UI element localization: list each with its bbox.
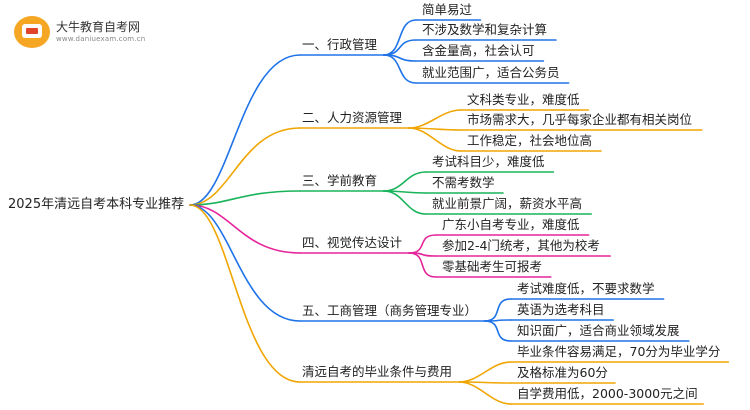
site-name: 大牛教育自考网 [56, 20, 141, 34]
leaf-connector [458, 361, 512, 383]
leaf-topic: 英语为选考科目 [517, 302, 605, 317]
leaf-connector [408, 234, 437, 254]
branch-topic: 二、人力资源管理 [302, 110, 403, 125]
branch-connector [189, 204, 301, 383]
leaf-connector [458, 381, 512, 405]
branch-topic: 三、学前教育 [302, 173, 378, 188]
branch-connector [189, 127, 301, 206]
branch-connector [189, 54, 301, 206]
leaf-connector [408, 127, 462, 152]
branch-topic: 五、工商管理（商务管理专业） [302, 303, 478, 318]
leaf-connector [382, 19, 417, 56]
leaf-connector [483, 320, 512, 342]
leaf-topic: 文科类专业，难度低 [467, 92, 580, 107]
leaf-topic: 广东小自考专业，难度低 [442, 217, 580, 232]
leaf-connector [382, 171, 427, 192]
leaf-connector [408, 252, 437, 278]
leaf-topic: 不涉及数学和复杂计算 [422, 22, 548, 37]
branch-topic: 一、行政管理 [302, 37, 378, 52]
leaf-topic: 及格标准为60分 [517, 365, 608, 380]
leaf-topic: 考试科目少，难度低 [432, 154, 545, 169]
leaf-topic: 含金量高，社会认可 [422, 43, 535, 58]
leaf-topic: 自学费用低，2000-3000元之间 [517, 386, 698, 401]
graduation-cap-icon [14, 16, 50, 48]
leaf-topic: 就业前景广阔，薪资水平高 [432, 196, 583, 211]
root-topic: 2025年清远自考本科专业推荐 [8, 197, 185, 212]
leaf-topic: 知识面广，适合商业领域发展 [517, 323, 680, 338]
branch-connector [189, 204, 301, 254]
leaf-topic: 工作稳定，社会地位高 [467, 133, 593, 148]
leaf-connector [408, 109, 462, 129]
branch-connector [189, 190, 301, 206]
leaf-topic: 不需考数学 [432, 175, 495, 190]
branch-connector [189, 204, 301, 322]
branch-topic: 四、视觉传达设计 [302, 235, 403, 250]
leaf-connector [382, 190, 427, 215]
leaf-topic: 零基础考生可报考 [442, 259, 543, 274]
leaf-topic: 简单易过 [422, 2, 473, 17]
site-logo: 大牛教育自考网 www.daniuexam.com.cn [8, 12, 168, 52]
leaf-topic: 考试难度低，不要求数学 [517, 281, 655, 296]
leaf-connector [483, 298, 512, 322]
leaf-topic: 参加2-4门统考，其他为校考 [442, 238, 600, 253]
leaf-connector [382, 54, 417, 84]
leaf-topic: 毕业条件容易满足，70分为毕业学分 [517, 344, 721, 359]
leaf-topic: 市场需求大，几乎每家企业都有相关岗位 [467, 112, 693, 127]
leaf-connector [382, 39, 417, 56]
leaf-topic: 就业范围广，适合公务员 [422, 65, 560, 80]
site-url: www.daniuexam.com.cn [56, 35, 146, 43]
branch-topic: 清远自考的毕业条件与费用 [302, 364, 453, 379]
